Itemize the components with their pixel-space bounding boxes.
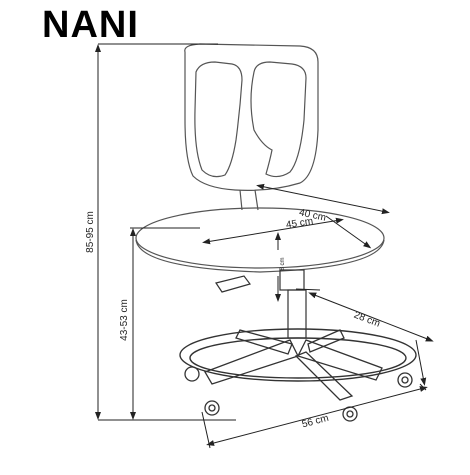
backrest (184, 43, 319, 211)
base-width-dimension (201, 383, 428, 449)
total-height-label: 85-95 cm (85, 211, 96, 253)
seat-height-label: 43-53 cm (119, 299, 130, 341)
footrest-ring (179, 328, 417, 382)
total-height-dimension (95, 43, 236, 421)
seat-width-dimension (202, 217, 344, 245)
gas-column (215, 269, 307, 339)
seat-width-guide (325, 215, 372, 249)
product-title: NANI (42, 4, 139, 46)
seat (135, 207, 385, 273)
base-width-label: 56 cm (301, 413, 330, 431)
footrest-radius-dimension (295, 288, 434, 386)
seat-height-dimension (130, 227, 200, 420)
footrest-radius-label: 28 cm (352, 310, 381, 330)
seat-depth-dimension (256, 183, 390, 215)
seat-thickness-label: 8 cm (280, 257, 286, 270)
seat-width-label: 45 cm (285, 216, 314, 231)
